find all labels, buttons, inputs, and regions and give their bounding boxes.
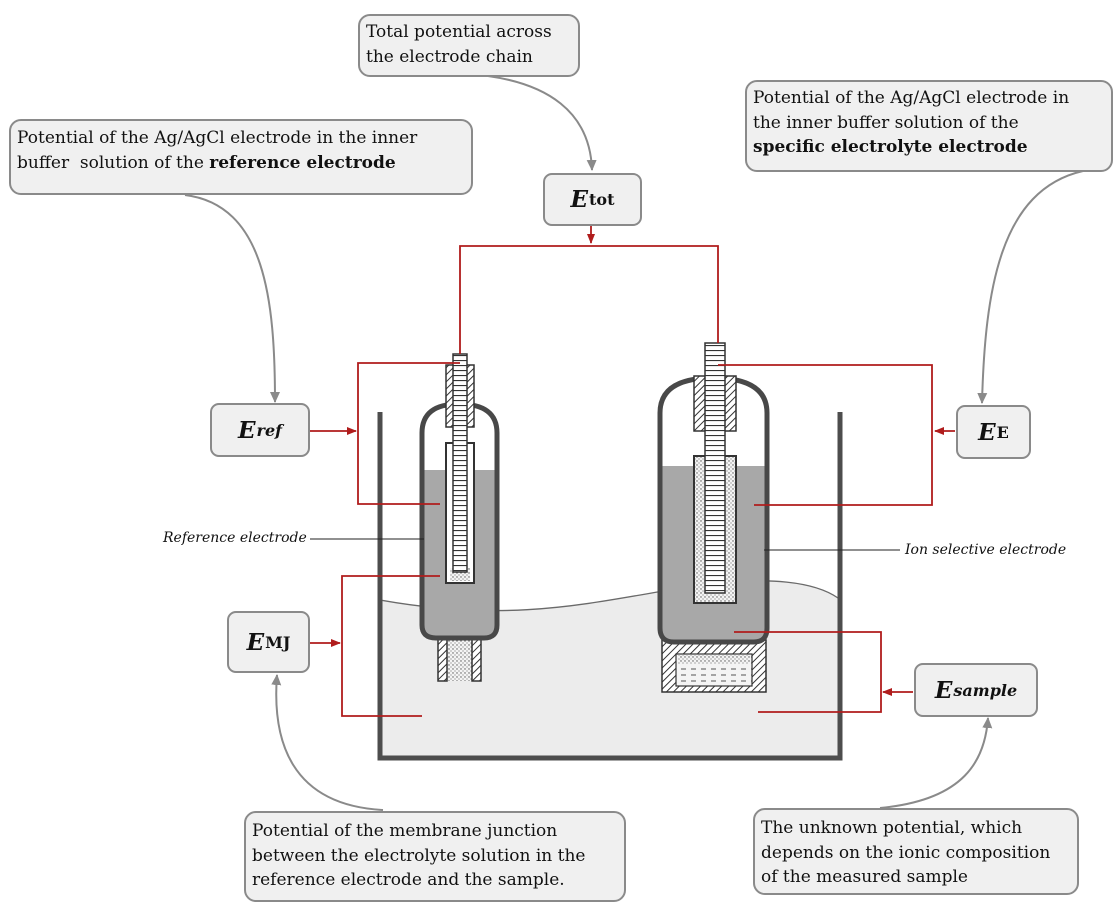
unknown-callout-arrow bbox=[879, 717, 993, 809]
e-sample-wire-loop bbox=[734, 631, 882, 713]
reference-electrode-label: Reference electrode bbox=[163, 530, 307, 546]
e-tot-symbol: E bbox=[570, 186, 589, 213]
e-ref-wire-loop bbox=[357, 362, 460, 505]
reference-callout-line1: Potential of the Ag/AgCl electrode in th… bbox=[17, 128, 418, 148]
e-e-wire-loop bbox=[718, 364, 933, 506]
e-mj-subscript: MJ bbox=[265, 632, 291, 652]
ion-selective-electrode-label: Ion selective electrode bbox=[905, 542, 1067, 558]
reference-glass-body bbox=[419, 401, 500, 641]
unknown-callout-line3: of the measured sample bbox=[761, 867, 968, 887]
e-ref-subscript: ref bbox=[256, 420, 283, 440]
e-ref-symbol: E bbox=[237, 416, 256, 444]
reference-callout-arrow bbox=[184, 194, 280, 403]
beaker-wall bbox=[377, 412, 843, 761]
specific-callout-line2: the inner buffer solution of the bbox=[753, 112, 1019, 133]
measurement-wiring bbox=[310, 226, 955, 717]
total-callout-line2: the electrode chain bbox=[366, 46, 533, 67]
reference-callout-line2: buffer solution of the bbox=[17, 152, 210, 173]
unknown-callout-line2: depends on the ionic composition bbox=[761, 842, 1051, 863]
e-mj-symbol: E bbox=[246, 628, 265, 656]
membrane-callout-line1: Potential of the membrane junction bbox=[252, 821, 558, 841]
total-callout-line1: Total potential across bbox=[366, 22, 552, 42]
e-mj-wire-loop bbox=[341, 575, 440, 717]
unknown-potential-callout: The unknown potential, which depends on … bbox=[753, 808, 1079, 895]
specific-potential-callout: Potential of the Ag/AgCl electrode in th… bbox=[745, 80, 1113, 172]
e-tot-subscript: tot bbox=[589, 190, 615, 209]
e-e-symbol: E bbox=[978, 418, 996, 446]
e-sample-subscript: sample bbox=[953, 680, 1018, 700]
unknown-callout-line1: The unknown potential, which bbox=[761, 818, 1023, 838]
reference-potential-callout: Potential of the Ag/AgCl electrode in th… bbox=[9, 119, 473, 195]
specific-callout-arrow bbox=[977, 170, 1084, 404]
ise-glass-body bbox=[657, 375, 770, 645]
e-sample-symbol: E bbox=[934, 676, 953, 704]
membrane-callout-line3: reference electrode and the sample. bbox=[252, 870, 565, 890]
reference-ag-agcl-wire bbox=[452, 353, 468, 573]
total-callout-arrow bbox=[487, 75, 597, 171]
reference-electrode bbox=[419, 353, 500, 682]
e-tot-wire-loop bbox=[459, 245, 719, 354]
e-e-subscript: E bbox=[996, 422, 1009, 442]
specific-callout-line3-bold: specific electrolyte electrode bbox=[753, 137, 1028, 157]
membrane-callout-arrow bbox=[271, 674, 384, 811]
membrane-callout-line2: between the electrolyte solution in the bbox=[252, 845, 586, 866]
ise-ag-agcl-wire bbox=[704, 342, 726, 594]
total-potential-callout: Total potential across the electrode cha… bbox=[358, 14, 580, 77]
callout-arrows bbox=[184, 75, 1084, 811]
ion-selective-electrode bbox=[657, 342, 770, 693]
membrane-junction-callout: Potential of the membrane junction betwe… bbox=[244, 811, 626, 902]
specific-callout-line1: Potential of the Ag/AgCl electrode in bbox=[753, 88, 1070, 108]
reference-callout-line2-bold: reference electrode bbox=[209, 152, 396, 173]
